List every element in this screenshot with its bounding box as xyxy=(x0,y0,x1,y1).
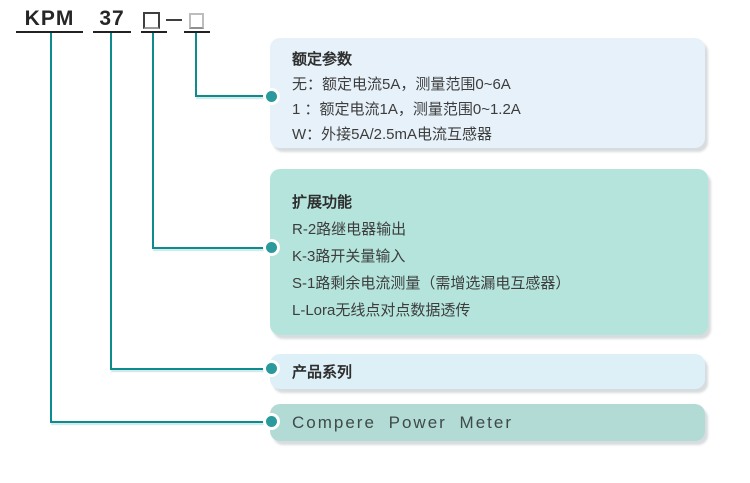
callout-line: W：外接5A/2.5mA电流互感器 xyxy=(292,126,493,143)
connector-dot-icon xyxy=(266,242,277,253)
connector-dot-icon xyxy=(266,416,277,427)
brand-text: Compere Power Meter xyxy=(292,412,514,432)
underline-extension xyxy=(141,31,167,33)
callout-line: K-3路开关量输入 xyxy=(292,248,406,265)
underline-prefix xyxy=(16,31,83,33)
connector-line-extension-vertical xyxy=(152,33,154,249)
extension-placeholder-square xyxy=(143,12,160,29)
separator-dash xyxy=(166,19,182,21)
underline-rating xyxy=(184,31,210,33)
connector-line-rating-vertical xyxy=(195,33,197,97)
model-series-number: 37 xyxy=(99,7,125,30)
callout-brand: Compere Power Meter xyxy=(270,404,705,441)
underline-series xyxy=(93,31,131,33)
callout-line: S-1路剩余电流测量（需增选漏电互感器） xyxy=(292,275,571,292)
callout-line: L-Lora无线点对点数据透传 xyxy=(292,302,471,319)
callout-title: 产品系列 xyxy=(292,364,353,381)
callout-title: 额定参数 xyxy=(292,51,353,68)
callout-product-series: 产品系列 xyxy=(270,354,705,389)
callout-line: 1 ：额定电流1A，测量范围0~1.2A xyxy=(292,101,521,118)
connector-line-rating-horizontal xyxy=(195,95,266,97)
connector-dot-icon xyxy=(266,91,277,102)
callout-line: R-2路继电器输出 xyxy=(292,221,407,238)
callout-line: 无：额定电流5A，测量范围0~6A xyxy=(292,76,511,93)
connector-line-series-vertical xyxy=(110,33,112,370)
callout-title: 扩展功能 xyxy=(292,194,353,211)
connector-line-series-horizontal xyxy=(110,368,266,370)
callout-extended-functions: 扩展功能 R-2路继电器输出 K-3路开关量输入 S-1路剩余电流测量（需增选漏… xyxy=(270,169,708,335)
connector-dot-icon xyxy=(266,363,277,374)
callout-rated-parameters: 额定参数 无：额定电流5A，测量范围0~6A 1 ：额定电流1A，测量范围0~1… xyxy=(270,38,705,148)
connector-line-brand-vertical xyxy=(50,33,52,423)
model-prefix: KPM xyxy=(24,7,75,30)
rating-placeholder-square xyxy=(189,13,204,29)
connector-line-extension-horizontal xyxy=(152,247,266,249)
connector-line-brand-horizontal xyxy=(50,421,266,423)
